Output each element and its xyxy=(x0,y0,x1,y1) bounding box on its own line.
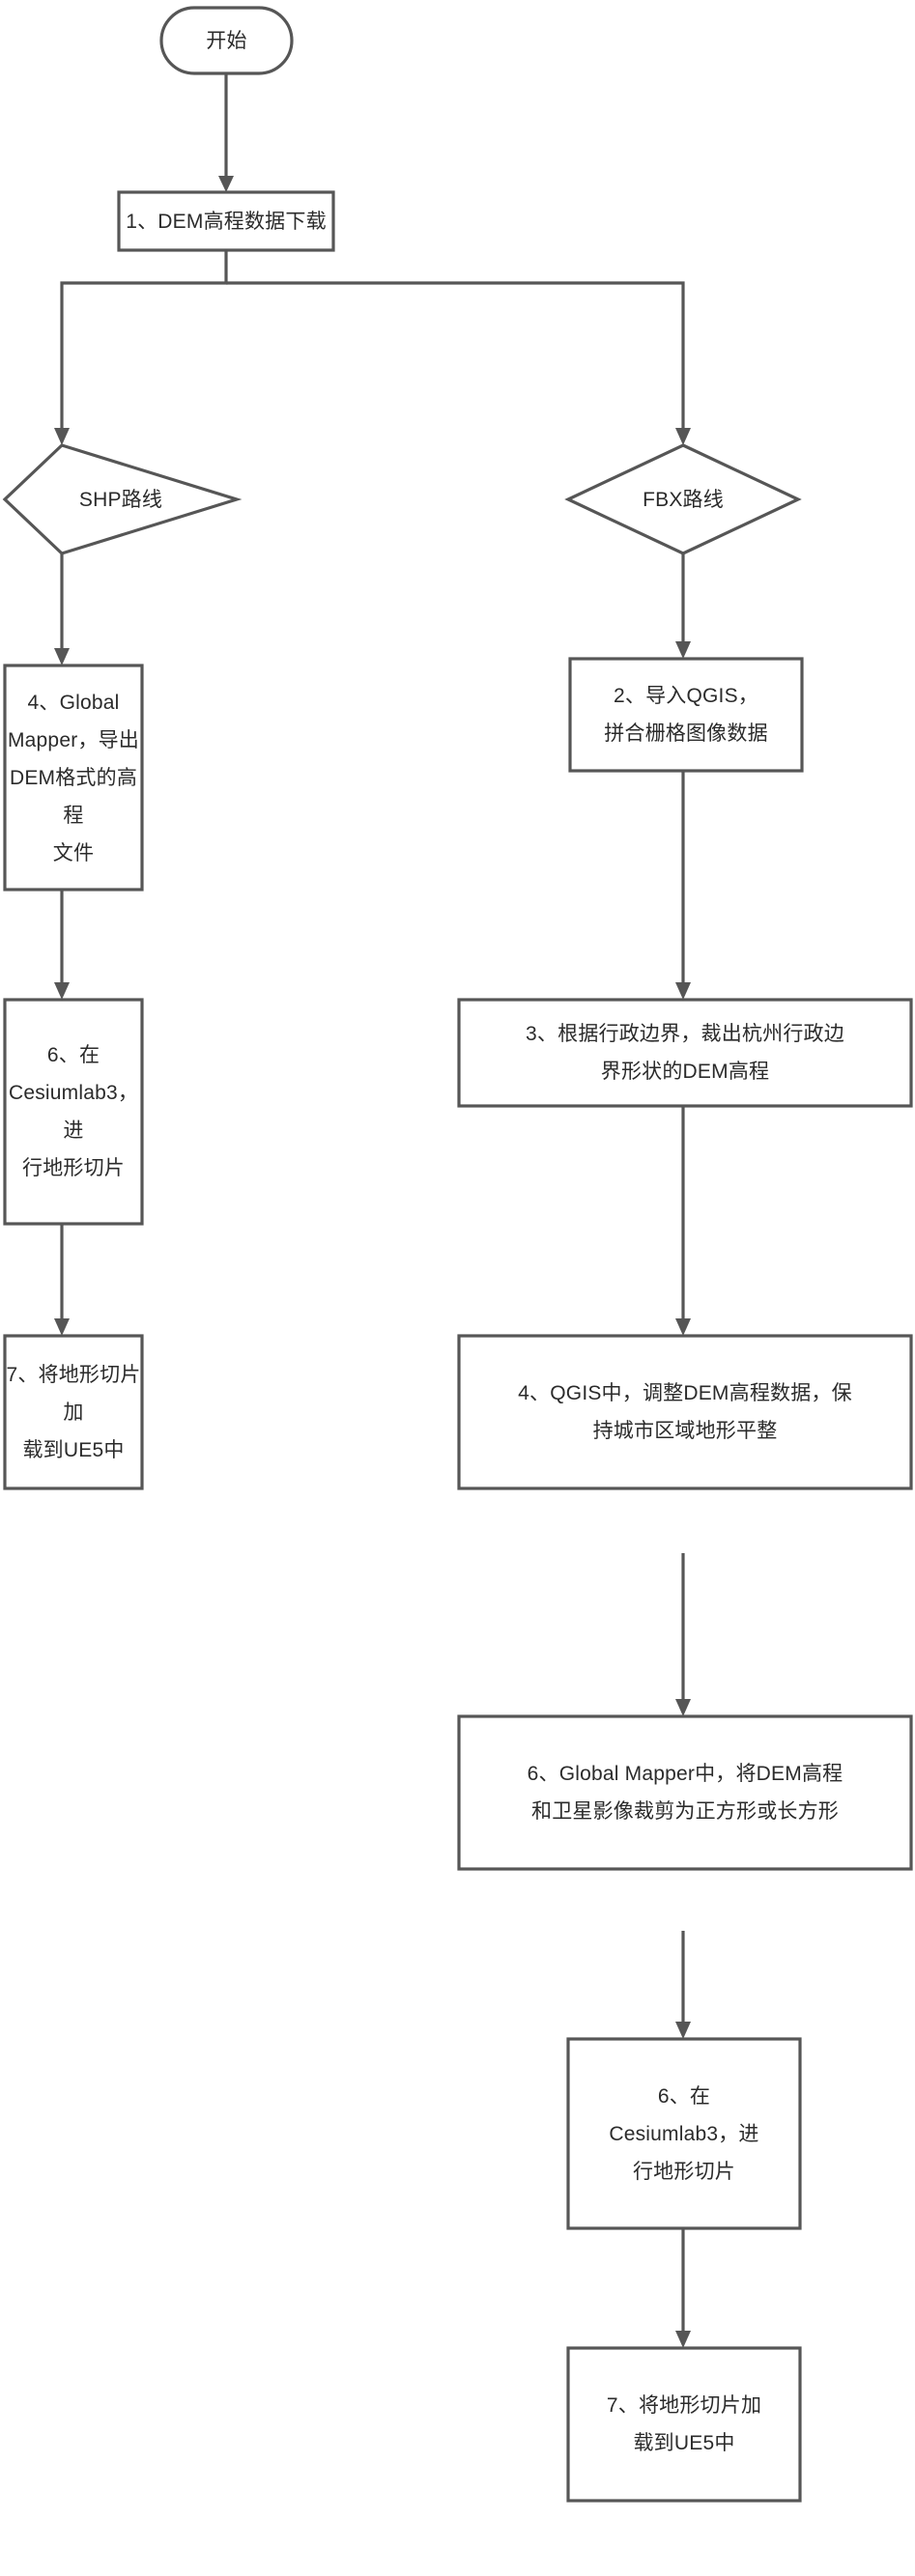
edge-fbx-step3-to-fbx-step4 xyxy=(675,1106,691,1336)
edge-fbx-branch-to-fbx-step2 xyxy=(675,553,691,659)
node-fbx-step7-shape[interactable] xyxy=(566,2346,802,2503)
edge-start-to-step1 xyxy=(218,73,234,192)
edge-fbx-step4-to-fbx-step6a xyxy=(675,1553,691,1716)
edge-step1-to-shp-branch xyxy=(54,249,228,445)
edge-step1-to-fbx-branch xyxy=(226,281,691,445)
node-step1-shape[interactable] xyxy=(117,190,335,252)
node-fbx-step4-shape[interactable] xyxy=(457,1334,913,1490)
node-shp-step6-shape[interactable] xyxy=(3,998,144,1226)
node-start-shape[interactable] xyxy=(159,6,294,75)
node-shp-step7-shape[interactable] xyxy=(3,1334,144,1490)
edge-shp-step6-to-shp-step7 xyxy=(54,1224,70,1336)
edge-shp-branch-to-shp-step4 xyxy=(54,553,70,665)
node-fbx-branch-shape[interactable] xyxy=(564,443,802,555)
edge-shp-step4-to-shp-step6 xyxy=(54,890,70,1000)
node-fbx-step6b-shape[interactable] xyxy=(566,2037,802,2230)
node-shp-step4-shape[interactable] xyxy=(3,664,144,892)
node-fbx-step2-shape[interactable] xyxy=(568,657,804,773)
node-shp-branch-shape[interactable] xyxy=(2,443,243,555)
edge-fbx-step6b-to-fbx-step7 xyxy=(675,2228,691,2348)
edge-fbx-step2-to-fbx-step3 xyxy=(675,771,691,1000)
node-fbx-step3-shape[interactable] xyxy=(457,998,913,1108)
edge-fbx-step6a-to-fbx-step6b xyxy=(675,1931,691,2039)
node-fbx-step6a-shape[interactable] xyxy=(457,1714,913,1871)
